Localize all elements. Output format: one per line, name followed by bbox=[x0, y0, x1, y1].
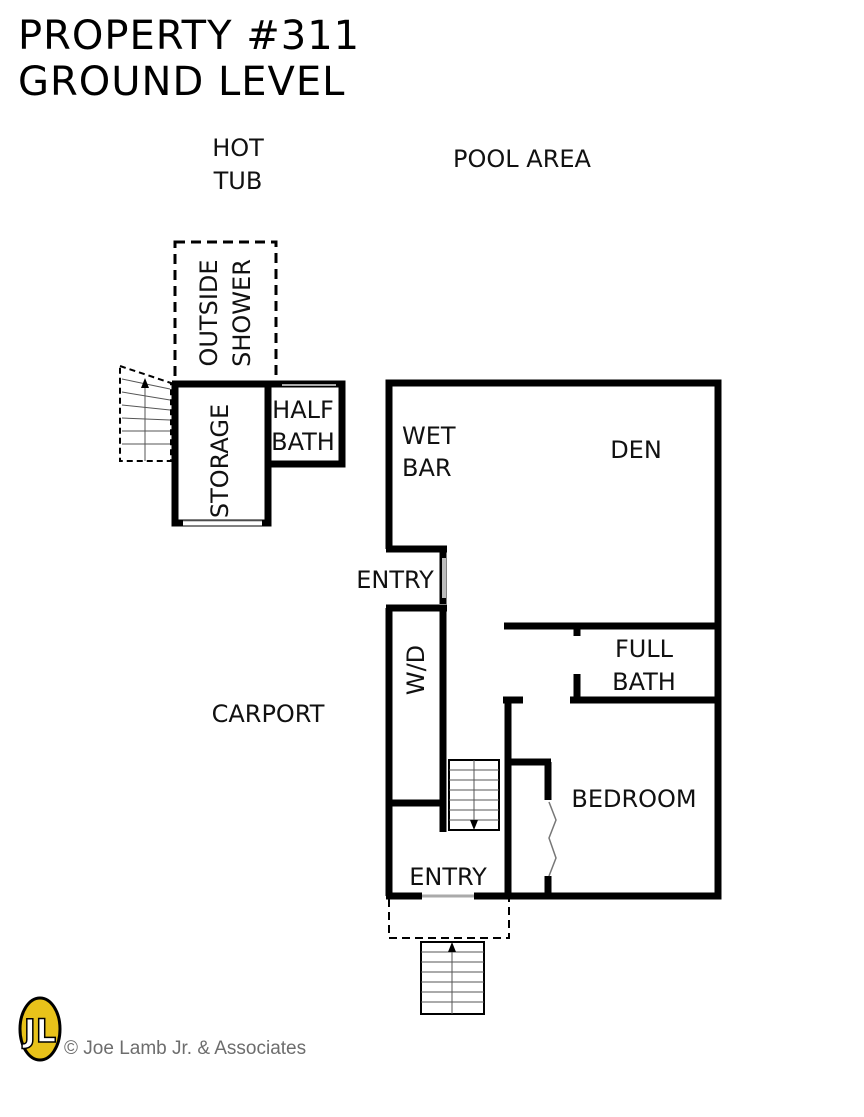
full-bath-label: FULL bbox=[615, 635, 674, 663]
washer-dryer-label: W/D bbox=[402, 645, 430, 695]
closet-bifold-door bbox=[548, 801, 557, 877]
jl-logo: JL bbox=[18, 996, 62, 1062]
half-bath-label: HALF bbox=[272, 396, 334, 424]
level-title: GROUND LEVEL bbox=[18, 59, 346, 105]
copyright-text: © Joe Lamb Jr. & Associates bbox=[64, 1038, 307, 1059]
full-bath-label: BATH bbox=[612, 668, 676, 696]
hot-tub-label: HOT bbox=[212, 134, 264, 162]
entry-side-label: ENTRY bbox=[356, 566, 434, 594]
pool-area-label: POOL AREA bbox=[453, 145, 592, 173]
half-bath-label: BATH bbox=[271, 428, 335, 456]
front-porch-outline bbox=[388, 899, 510, 939]
carport-label: CARPORT bbox=[212, 700, 325, 728]
front-stairs bbox=[420, 941, 485, 1015]
outside-shower-outline bbox=[173, 240, 278, 386]
wet-bar-label: WET bbox=[402, 422, 456, 450]
entry-front-label: ENTRY bbox=[409, 863, 487, 891]
left-stairs bbox=[119, 364, 172, 462]
bedroom-label: BEDROOM bbox=[571, 785, 696, 813]
outside-shower-label: OUTSIDE bbox=[195, 259, 223, 366]
storage-label: STORAGE bbox=[206, 404, 234, 518]
hot-tub-label: TUB bbox=[213, 167, 263, 195]
outside-shower-label: SHOWER bbox=[228, 259, 256, 367]
wet-bar-label: BAR bbox=[402, 454, 452, 482]
interior-stairs bbox=[448, 759, 500, 831]
main-outer-wall bbox=[385, 379, 722, 900]
den-label: DEN bbox=[610, 436, 662, 464]
jl-logo-text: JL bbox=[22, 1012, 56, 1050]
property-title: PROPERTY #311 bbox=[18, 13, 361, 59]
